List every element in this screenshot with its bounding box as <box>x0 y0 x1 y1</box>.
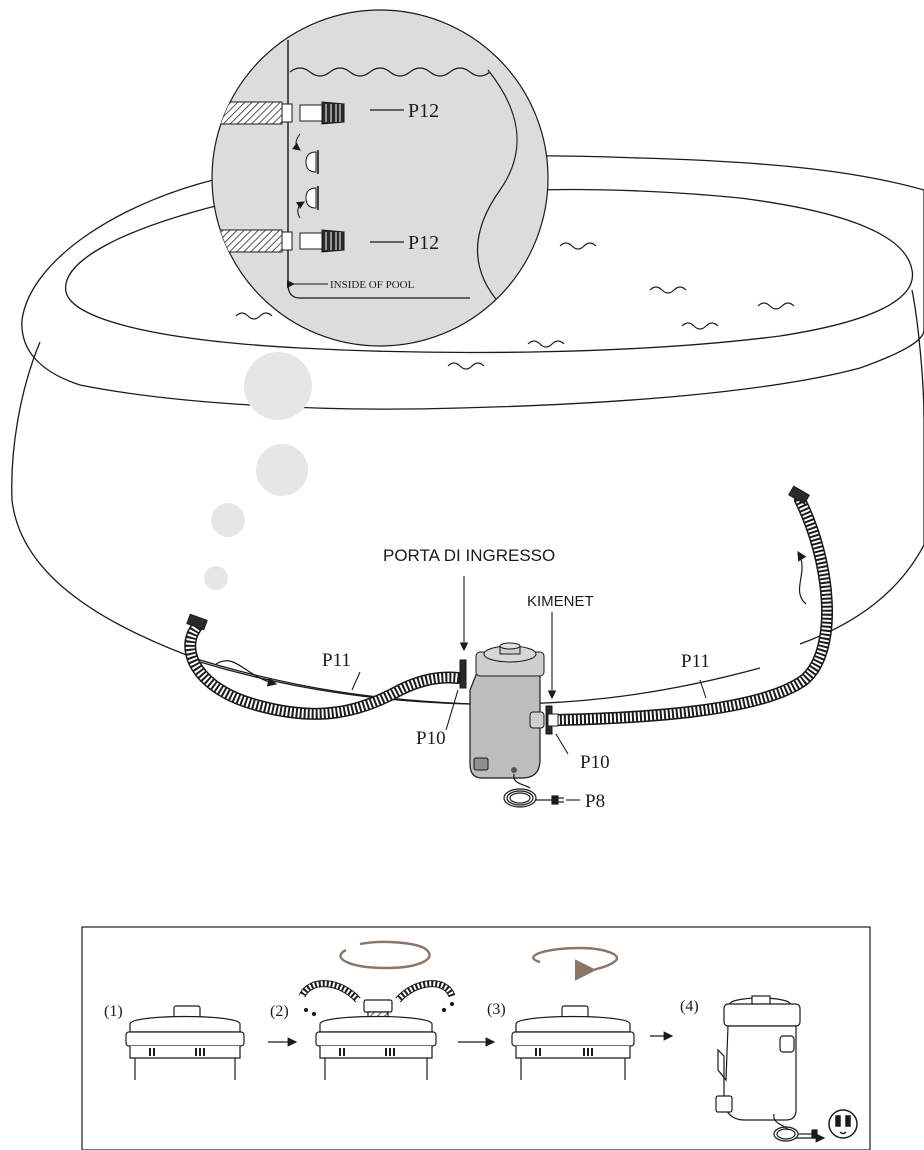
label-p11-right: P11 <box>681 651 710 672</box>
label-p12-top: P12 <box>408 100 439 122</box>
label-kimenet: KIMENET <box>527 593 594 610</box>
filter-lid-step3 <box>511 1005 635 1080</box>
step-3-label: (3) <box>487 1001 506 1018</box>
rotate-arrow-icon <box>532 946 619 981</box>
step-2-label: (2) <box>270 1003 289 1020</box>
filter-lid-step1 <box>125 1005 245 1080</box>
label-p10-right: P10 <box>580 752 610 773</box>
power-cord-icon <box>503 773 564 808</box>
pool-wall-left <box>11 341 471 705</box>
hose-icon <box>184 485 833 726</box>
label-p8: P8 <box>585 791 605 812</box>
flow-arrow-icon <box>215 550 807 687</box>
label-p12-bottom: P12 <box>408 232 439 254</box>
label-porta-di-ingresso: PORTA DI INGRESSO <box>383 546 555 565</box>
step-1-label: (1) <box>104 1003 123 1020</box>
callout-lines <box>351 576 707 801</box>
filter-pump-icon <box>459 642 559 779</box>
label-p11-left: P11 <box>322 650 351 671</box>
filter-lid-step2 <box>298 980 456 1080</box>
water-wave-icon <box>235 242 795 370</box>
steps-panel: (1) (2) <box>81 926 871 1150</box>
pool-rim-inner <box>65 188 914 354</box>
magnifier-bubble: P12 P12 INSIDE OF POOL <box>211 9 549 347</box>
connector-bubbles <box>204 352 312 590</box>
rotate-arrow-icon <box>339 940 431 970</box>
pool-wall-right <box>799 289 924 645</box>
label-inside-of-pool: INSIDE OF POOL <box>330 279 415 291</box>
label-p10-left: P10 <box>416 728 446 749</box>
pool-rim-outer <box>21 155 924 410</box>
step-4-label: (4) <box>680 998 699 1015</box>
filter-pump-step4 <box>715 995 818 1142</box>
power-outlet-icon <box>828 1109 858 1139</box>
